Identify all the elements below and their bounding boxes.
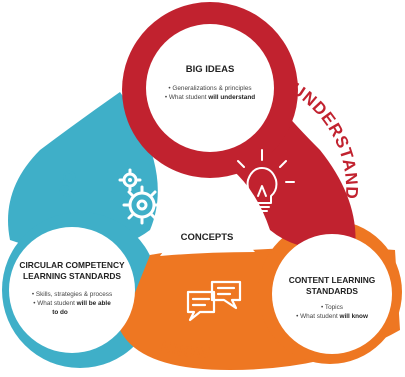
lightbulb-icon — [229, 149, 295, 212]
center-label: CONCEPTS — [181, 232, 234, 243]
competency-circle — [9, 227, 135, 353]
big-ideas-title: BIG IDEAS — [186, 64, 235, 75]
teal-connector — [8, 92, 158, 253]
content-bullet: • Topics — [321, 304, 343, 311]
competency-bullet: • Skills, strategies & process — [32, 291, 112, 298]
big-ideas-circle — [146, 24, 274, 152]
concepts-center — [160, 188, 255, 256]
content-circle — [272, 234, 392, 354]
chat-bubbles-icon — [186, 280, 242, 322]
competency-bullet: • What student will be able — [33, 300, 111, 307]
content-bullet: • What student will know — [296, 313, 368, 320]
gears-icon — [118, 168, 162, 225]
content-title: CONTENT LEARNING — [289, 275, 376, 285]
content-title: STANDARDS — [306, 286, 358, 296]
competency-title: LEARNING STANDARDS — [23, 271, 121, 281]
big-ideas-bullet: • Generalizations & principles — [168, 85, 251, 92]
competency-title: CIRCULAR COMPETENCY — [19, 260, 125, 270]
big-ideas-bullet: • What student will understand — [165, 94, 255, 101]
competency-bullet: to do — [52, 309, 68, 316]
